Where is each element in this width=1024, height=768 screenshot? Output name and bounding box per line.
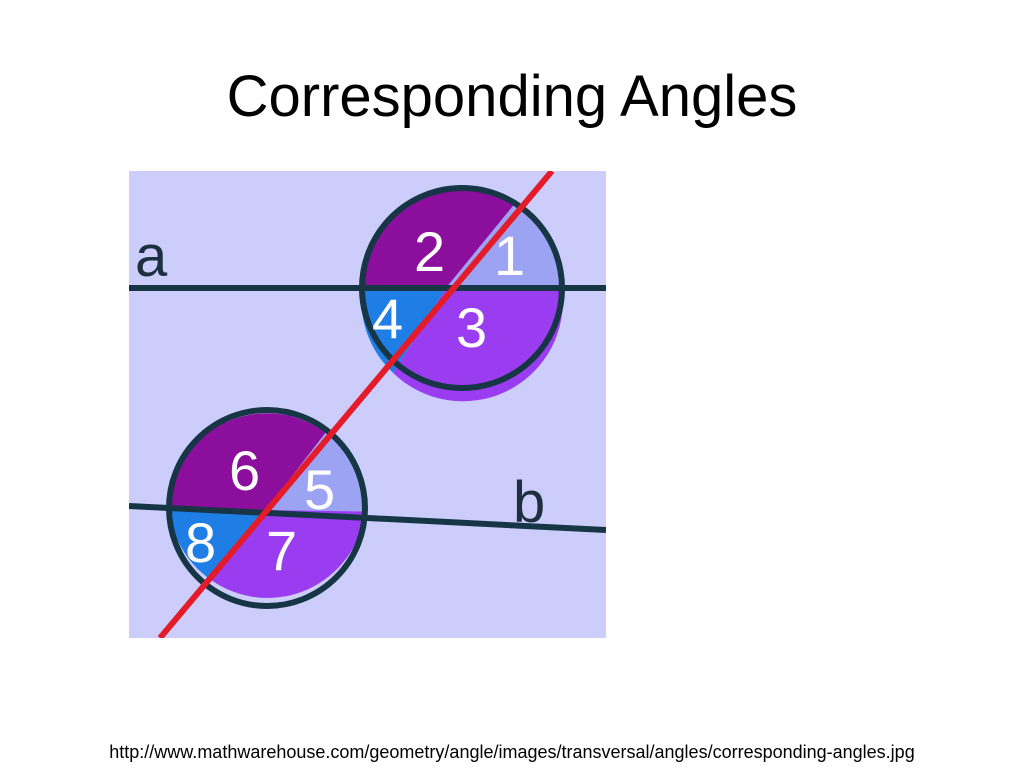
angle-label-8: 8 xyxy=(185,511,216,574)
angle-label-1: 1 xyxy=(494,224,525,287)
angle-3-region xyxy=(393,288,563,402)
source-url: http://www.mathwarehouse.com/geometry/an… xyxy=(109,742,915,762)
angle-label-4: 4 xyxy=(372,287,403,350)
angle-label-7: 7 xyxy=(266,519,297,582)
diagram-svg: a b 2 1 4 3 6 5 8 7 xyxy=(129,171,606,638)
angle-label-5: 5 xyxy=(304,458,335,521)
line-label-b: b xyxy=(513,470,545,535)
line-b xyxy=(129,503,606,533)
angle-label-6: 6 xyxy=(229,439,260,502)
angle-8-region xyxy=(169,508,266,580)
corresponding-angles-diagram: a b 2 1 4 3 6 5 8 7 xyxy=(129,171,606,638)
transversal-line xyxy=(157,171,555,638)
slide-title: Corresponding Angles xyxy=(226,64,798,129)
angle-label-2: 2 xyxy=(414,220,445,283)
angle-label-3: 3 xyxy=(456,296,487,359)
line-label-a: a xyxy=(135,224,168,289)
angle-5-region xyxy=(266,432,366,512)
angle-6-region xyxy=(169,413,326,510)
